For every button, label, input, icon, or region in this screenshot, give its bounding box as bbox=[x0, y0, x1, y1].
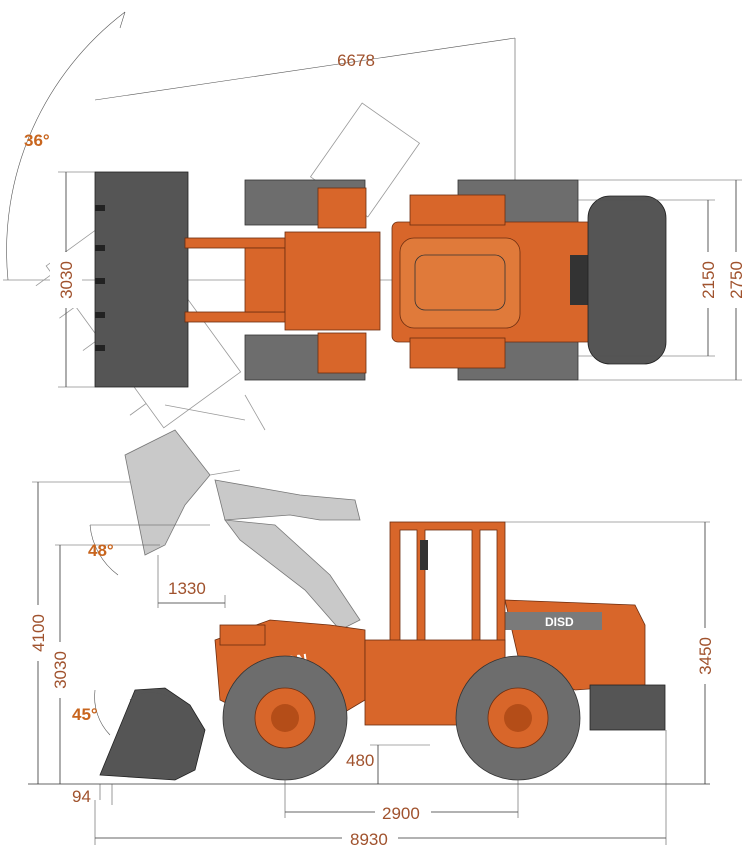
operator-cab bbox=[389, 521, 506, 663]
dim-8930: 8930 bbox=[350, 830, 388, 849]
counterweight bbox=[587, 195, 667, 365]
dim-angle-48: 48° bbox=[88, 541, 114, 560]
raised-bucket bbox=[124, 429, 211, 556]
bucket-swing-arc bbox=[6, 11, 126, 281]
raised-boom bbox=[224, 519, 361, 631]
dim-3030-top: 3030 bbox=[57, 261, 76, 299]
angle-arc-48 bbox=[89, 524, 119, 576]
top-view: 6678 36° 3030 2150 2750 bbox=[3, 11, 748, 429]
bucket-teeth bbox=[95, 205, 105, 351]
dim-4100: 4100 bbox=[29, 614, 48, 652]
fender-right bbox=[409, 337, 506, 369]
dim-angle-36: 36° bbox=[24, 131, 50, 150]
engine-label: DISD bbox=[545, 615, 574, 629]
side-view: SD300N DISD ON bbox=[26, 394, 717, 850]
lowered-bucket bbox=[99, 687, 206, 781]
raised-boom-ghost: SD300N bbox=[124, 394, 361, 631]
dim-3030-side: 3030 bbox=[51, 651, 70, 689]
raised-upper-link bbox=[214, 479, 361, 521]
dim-94: 94 bbox=[72, 787, 91, 806]
dim-angle-45: 45° bbox=[72, 705, 98, 724]
front-frame bbox=[284, 231, 381, 331]
dim-480: 480 bbox=[346, 751, 374, 770]
dim-2150: 2150 bbox=[699, 261, 718, 299]
angle-arc-45 bbox=[94, 689, 111, 736]
dim-2750: 2750 bbox=[727, 261, 746, 299]
dim-3450: 3450 bbox=[696, 637, 715, 675]
bucket-top bbox=[94, 171, 189, 388]
rear-counterweight bbox=[589, 684, 666, 731]
engine-badge bbox=[504, 612, 602, 630]
lower-link bbox=[219, 624, 266, 646]
dim-1330: 1330 bbox=[168, 579, 206, 598]
cab-roof bbox=[399, 237, 521, 329]
arc-radius-line bbox=[94, 37, 516, 101]
fender-left bbox=[409, 194, 506, 226]
dim-6678: 6678 bbox=[337, 51, 375, 70]
dim-2900: 2900 bbox=[382, 804, 420, 823]
